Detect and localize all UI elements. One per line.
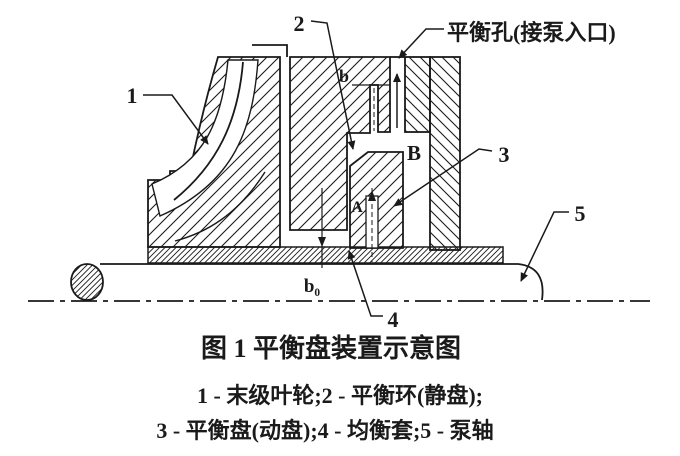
label-point-A: A xyxy=(351,199,363,216)
label-gap-b: b xyxy=(339,66,349,86)
gap-b0-arrowhead xyxy=(318,237,326,247)
casing-upper-section xyxy=(404,56,431,133)
impeller-flow-channel xyxy=(151,59,259,217)
legend-line-1: 1 - 末级叶轮;2 - 平衡环(静盘); xyxy=(197,383,483,408)
callout-part5: 5 xyxy=(575,201,586,226)
balance-sleeve-section xyxy=(147,246,504,264)
figure-caption: 图 1 平衡盘装置示意图 xyxy=(201,333,461,363)
casing-right-section xyxy=(429,56,461,251)
flow-up-arrowhead xyxy=(368,190,376,201)
leader-part1 xyxy=(143,94,209,145)
leader-part4 xyxy=(347,250,383,317)
label-gap-b0: b₀ xyxy=(304,276,321,297)
leader-part3 xyxy=(393,148,493,207)
callout-part2: 2 xyxy=(294,11,305,36)
leader-part2 xyxy=(310,20,356,150)
annotation-balance-hole: 平衡孔(接泵入口) xyxy=(447,20,616,45)
callout-part4: 4 xyxy=(388,307,399,332)
legend-line-2: 3 - 平衡盘(动盘);4 - 均衡套;5 - 泵轴 xyxy=(156,418,493,443)
callout-part3: 3 xyxy=(499,142,510,167)
impeller-hub-curve xyxy=(174,171,266,242)
shaft-end-section xyxy=(70,263,104,301)
pump-shaft-outline xyxy=(100,263,544,301)
label-chamber-B: B xyxy=(407,141,421,165)
pump-shaft-body xyxy=(100,264,543,300)
gap-channel-lip xyxy=(252,44,288,57)
callout-part1: 1 xyxy=(127,83,138,108)
leader-part5 xyxy=(520,211,569,282)
impeller-blade-curve xyxy=(173,61,244,201)
leader-balance-hole xyxy=(398,28,444,59)
